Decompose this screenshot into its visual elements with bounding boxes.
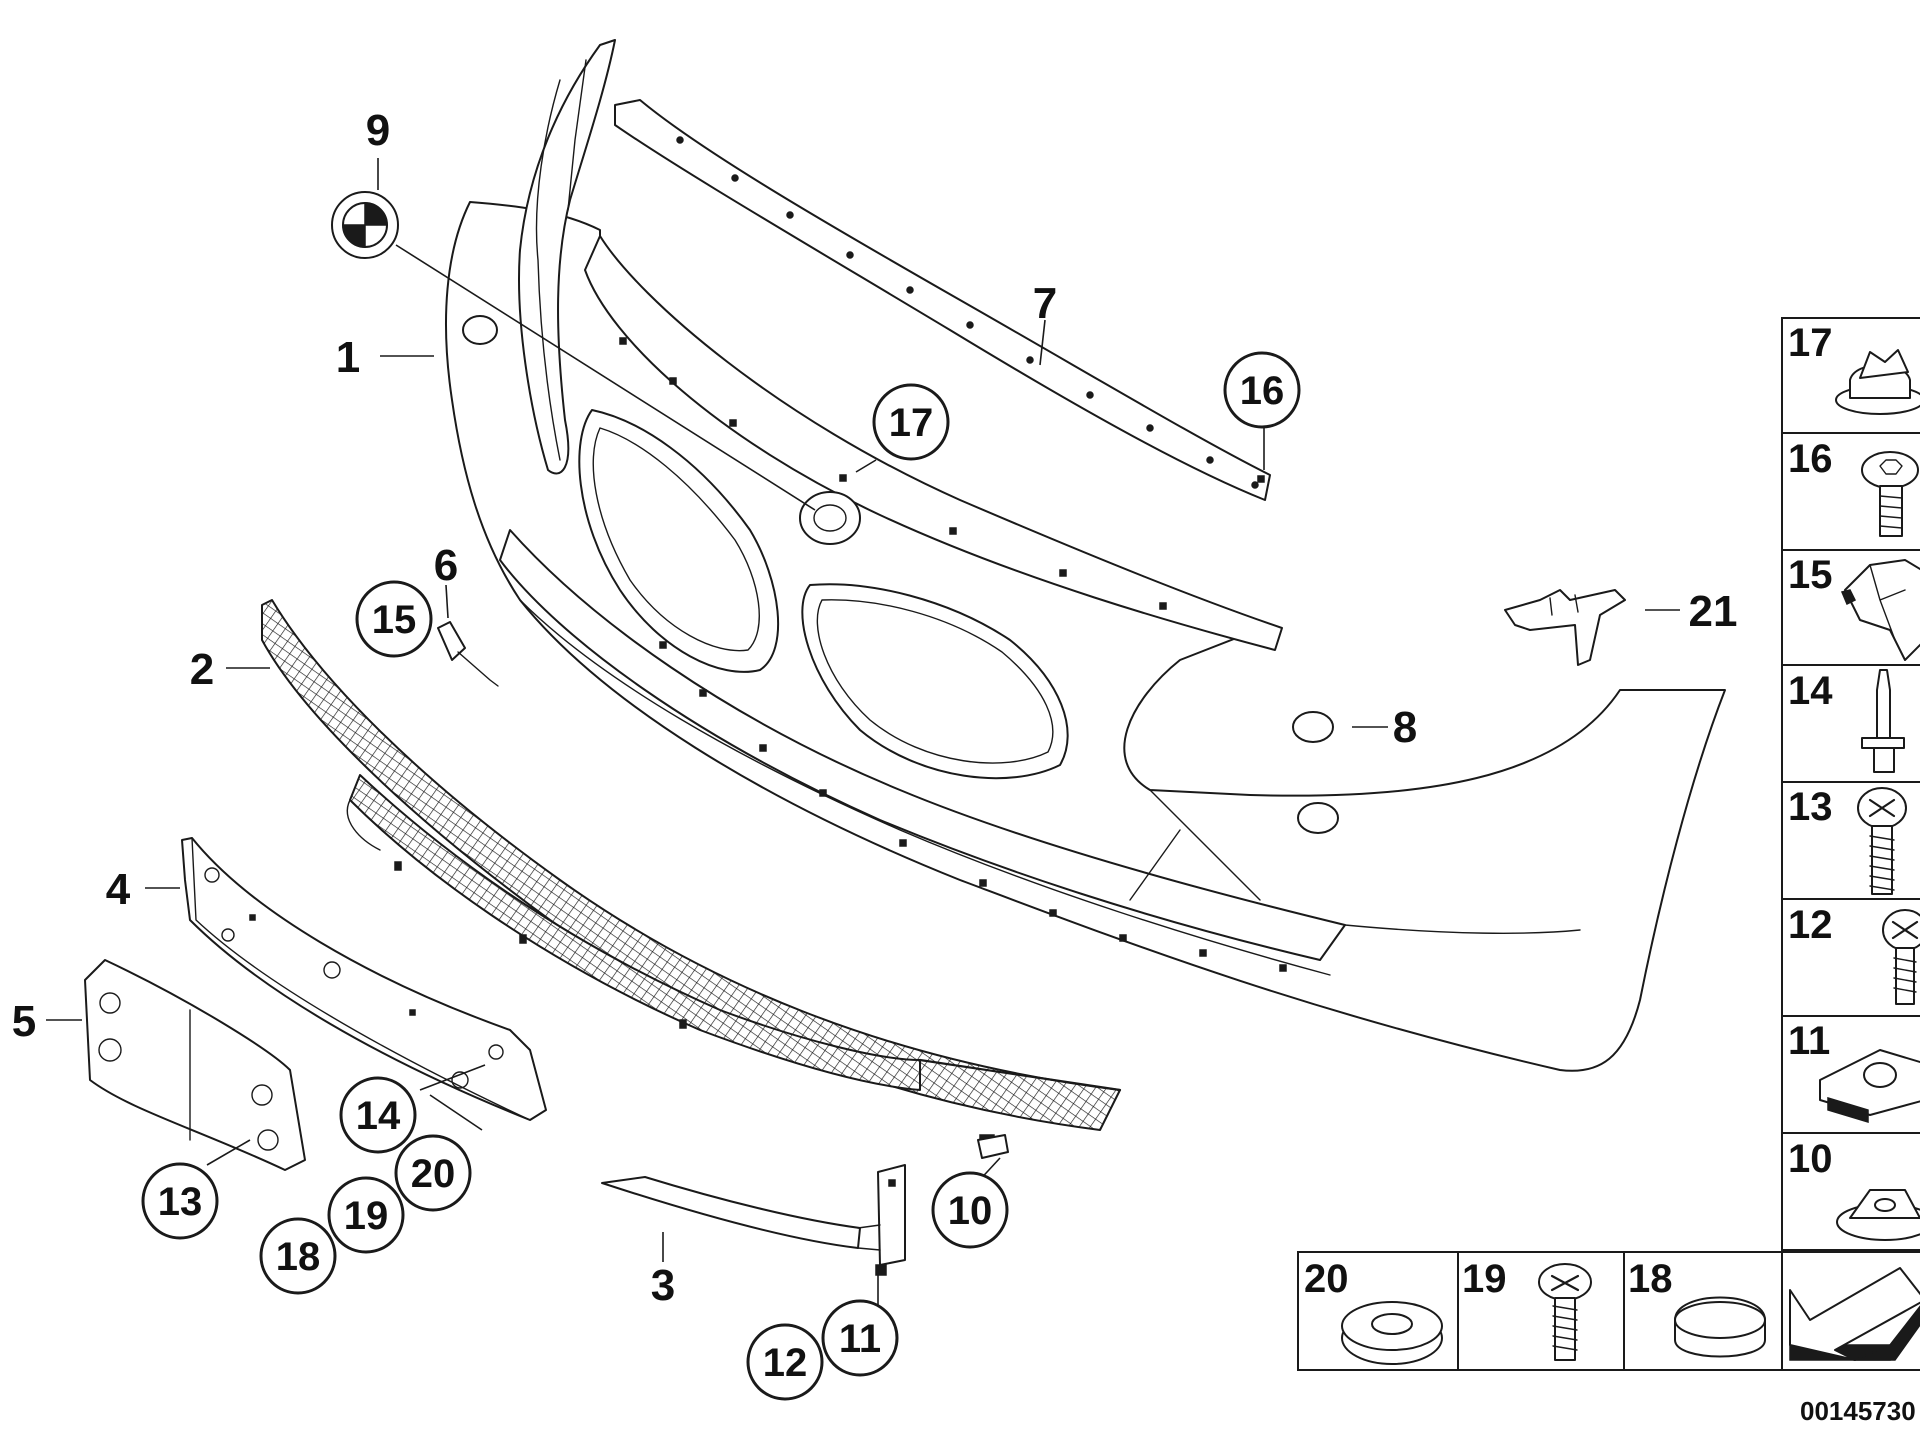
bracket-clip-icon <box>1840 559 1920 661</box>
legend-18: 18 <box>1628 1257 1673 1301</box>
svg-text:14: 14 <box>356 1094 401 1138</box>
legend-11: 11 <box>1788 1019 1830 1063</box>
legend-19: 19 <box>1462 1257 1507 1301</box>
callout-15: 15 <box>355 580 433 658</box>
label-1: 1 <box>336 333 360 382</box>
callout-11: 11 <box>821 1299 899 1377</box>
svg-text:13: 13 <box>158 1180 203 1224</box>
callout-10: 10 <box>931 1171 1009 1249</box>
label-3: 3 <box>651 1261 675 1310</box>
legend-14: 14 <box>1788 669 1833 713</box>
side-bracket <box>1504 589 1626 666</box>
washer-icon <box>1341 1301 1443 1365</box>
svg-text:15: 15 <box>372 598 417 642</box>
callout-20: 20 <box>394 1134 472 1212</box>
upper-support-strip <box>614 99 1271 501</box>
circled-labels: 17 16 15 14 20 13 19 18 <box>141 351 1301 1401</box>
license-plate-base <box>181 837 547 1121</box>
grille-clip <box>977 1134 1009 1159</box>
grommet <box>1292 711 1334 743</box>
oval-screw-icon <box>1538 1263 1592 1361</box>
front-direction-arrow-icon <box>1789 1267 1920 1361</box>
svg-text:19: 19 <box>344 1194 389 1238</box>
legend-13: 13 <box>1788 785 1833 829</box>
part-labels: 1 2 3 4 5 6 7 8 9 21 <box>12 106 1738 1310</box>
callout-16: 16 <box>1223 351 1301 429</box>
bumper-cover <box>445 39 1726 1072</box>
pan-screw-icon <box>1857 787 1907 895</box>
leader-lines <box>46 158 1680 1310</box>
fastener-legend-column: 17 16 15 14 13 12 11 10 <box>1781 317 1920 1251</box>
fastener-legend-row: 20 19 18 <box>1297 1251 1920 1371</box>
emblem-badge <box>331 191 399 259</box>
callout-12: 12 <box>746 1323 824 1401</box>
push-rivet-icon <box>1861 669 1905 773</box>
callout-18: 18 <box>259 1217 337 1295</box>
label-9: 9 <box>366 106 390 155</box>
diagram-reference-number: 00145730 <box>1800 1396 1916 1426</box>
label-2: 2 <box>190 645 214 694</box>
legend-12: 12 <box>1788 903 1833 947</box>
legend-10: 10 <box>1788 1137 1833 1181</box>
clip-nut-icon <box>1819 1049 1920 1124</box>
svg-text:17: 17 <box>889 401 934 445</box>
license-plate-holder <box>84 959 306 1171</box>
svg-text:12: 12 <box>763 1341 808 1385</box>
speed-nut-icon <box>1836 1189 1920 1241</box>
lower-grille-mesh <box>261 599 1122 1146</box>
hex-screw-icon <box>1861 451 1919 537</box>
legend-17: 17 <box>1788 321 1833 365</box>
svg-text:20: 20 <box>411 1152 456 1196</box>
expansion-nut-icon <box>1835 349 1920 415</box>
tow-hook-cover <box>437 621 499 687</box>
legend-15: 15 <box>1788 553 1833 597</box>
svg-text:10: 10 <box>948 1189 993 1233</box>
callout-14: 14 <box>339 1076 417 1154</box>
lower-bracket <box>601 1164 906 1276</box>
callout-17: 17 <box>872 383 950 461</box>
label-7: 7 <box>1033 279 1057 328</box>
strip-fixing-hole <box>1257 475 1265 483</box>
label-6: 6 <box>434 541 458 590</box>
tapping-screw-icon <box>1882 909 1920 1005</box>
label-5: 5 <box>12 997 36 1046</box>
svg-text:11: 11 <box>839 1317 881 1361</box>
svg-text:16: 16 <box>1240 369 1285 413</box>
label-4: 4 <box>106 865 131 914</box>
label-8: 8 <box>1393 703 1417 752</box>
legend-20: 20 <box>1304 1257 1349 1301</box>
blind-plug-icon <box>1674 1296 1766 1358</box>
callout-13: 13 <box>141 1162 219 1240</box>
callout-19: 19 <box>327 1176 405 1254</box>
legend-16: 16 <box>1788 437 1833 481</box>
svg-text:18: 18 <box>276 1235 321 1279</box>
label-21: 21 <box>1689 587 1738 636</box>
